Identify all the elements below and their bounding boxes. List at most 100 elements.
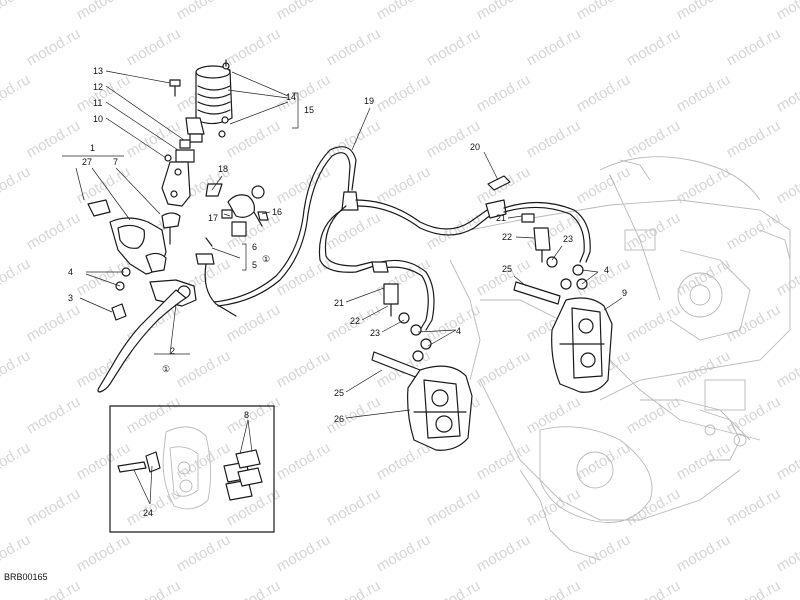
watermark-text: motod.ru [124,393,184,437]
watermark-text: motod.ru [374,531,434,575]
watermark-text: motod.ru [724,25,784,69]
callout-25-left: 25 [334,388,344,398]
watermark-text: motod.ru [724,301,784,345]
watermark-text: motod.ru [424,577,484,600]
brake-caliper-left [407,365,473,451]
watermark-text: motod.ru [374,439,434,483]
callout-24: 24 [143,508,153,518]
callout-7: 7 [113,157,118,167]
callout-23-right: 23 [563,234,573,244]
watermark-text: motod.ru [674,0,734,23]
callout-4-right: 4 [604,265,609,275]
watermark-text: motod.ru [524,577,584,600]
callout-3: 3 [68,293,73,303]
watermark-text: motod.ru [0,71,33,115]
screw-13 [169,79,181,97]
watermark-text: motod.ru [524,25,584,69]
watermark-text: motod.ru [174,531,234,575]
watermark-text: motod.ru [424,485,484,529]
watermark-text: motod.ru [624,117,684,161]
watermark-text: motod.ru [24,301,84,345]
watermark-text: motod.ru [724,209,784,253]
watermark-text: motod.ru [724,117,784,161]
watermark-text: motod.ru [474,531,534,575]
brake-caliper-right [551,297,613,393]
watermark-text: motod.ru [424,25,484,69]
bracket [161,161,223,207]
watermark-text: motod.ru [774,0,800,23]
watermark-text: motod.ru [224,301,284,345]
watermark-text: motod.ru [224,25,284,69]
watermark-text: motod.ru [674,255,734,299]
watermark-text: motod.ru [0,439,33,483]
callout-19: 19 [364,96,374,106]
callout-10: 10 [93,114,103,124]
watermark-text: motod.ru [124,25,184,69]
callout-15: 15 [304,105,314,115]
watermark-text: motod.ru [774,531,800,575]
callout-20: 20 [470,142,480,152]
callout-4-left: 4 [456,326,461,336]
watermark-text: motod.ru [574,531,634,575]
callout-1: 1 [90,143,95,153]
callout-11: 11 [93,98,102,108]
watermark-text: motod.ru [24,117,84,161]
watermark-text: motod.ru [0,347,33,391]
callout-18: 18 [218,164,228,174]
watermark-text: motod.ru [774,255,800,299]
circled-ref-switch: ① [262,254,270,264]
banjo-fitting [221,185,269,227]
brake-hose-main [213,146,359,307]
watermark-text: motod.ru [124,577,184,600]
switch-parts [195,221,247,317]
callout-16: 16 [272,207,282,217]
watermark-text: motod.ru [574,163,634,207]
watermark-text: motod.ru [0,163,33,207]
watermark-text: motod.ru [24,393,84,437]
brake-hose-split [318,199,591,331]
callout-labels: 13 12 11 10 14 15 1 27 7 4 3 2 ① 18 17 1… [68,66,627,518]
watermark-text: motod.ru [174,439,234,483]
callout-9: 9 [622,288,627,298]
watermark-text: motod.ru [674,531,734,575]
watermark-text: motod.ru [624,577,684,600]
watermark-text: motod.ru [274,163,334,207]
callout-23-left: 23 [370,328,380,338]
hose-clip-parts [164,139,195,163]
watermark-text: motod.ru [724,577,784,600]
watermark-text: motod.ru [474,71,534,115]
watermark-text: motod.ru [74,531,134,575]
watermark-text: motod.ru [0,0,33,23]
watermark-text: motod.ru [624,209,684,253]
watermark-text: motod.ru [674,71,734,115]
right-caliper-fittings [487,175,588,305]
callout-21-left: 21 [334,298,344,308]
brake-lever-assembly [87,199,197,393]
watermark-text: motod.ru [124,485,184,529]
callout-12: 12 [93,82,103,92]
watermark-text: motod.ru [274,439,334,483]
watermark-text: motod.ru [324,577,384,600]
watermark-text: motod.ru [124,117,184,161]
callout-21-right: 21 [496,213,506,223]
callout-17: 17 [208,213,218,223]
watermark-text: motod.ru [474,0,534,23]
leader-lines [62,70,623,505]
watermark-text: motod.ru [274,531,334,575]
watermark-text: motod.ru [424,209,484,253]
watermark-text: motod.ru [274,347,334,391]
watermark-text: motod.ru [674,163,734,207]
watermark-text: motod.ru [224,577,284,600]
watermark-text: motod.ru [374,0,434,23]
watermark-text: motod.ru [324,209,384,253]
background-frame-outline [449,156,791,561]
watermark-text: motod.ru [624,25,684,69]
callout-13: 13 [93,66,103,76]
watermark-text: motod.ru [0,531,33,575]
callout-8: 8 [244,410,249,420]
brake-pads-inset [109,405,275,533]
watermark-text: motod.ru [24,485,84,529]
watermark-text: motod.ru [524,117,584,161]
